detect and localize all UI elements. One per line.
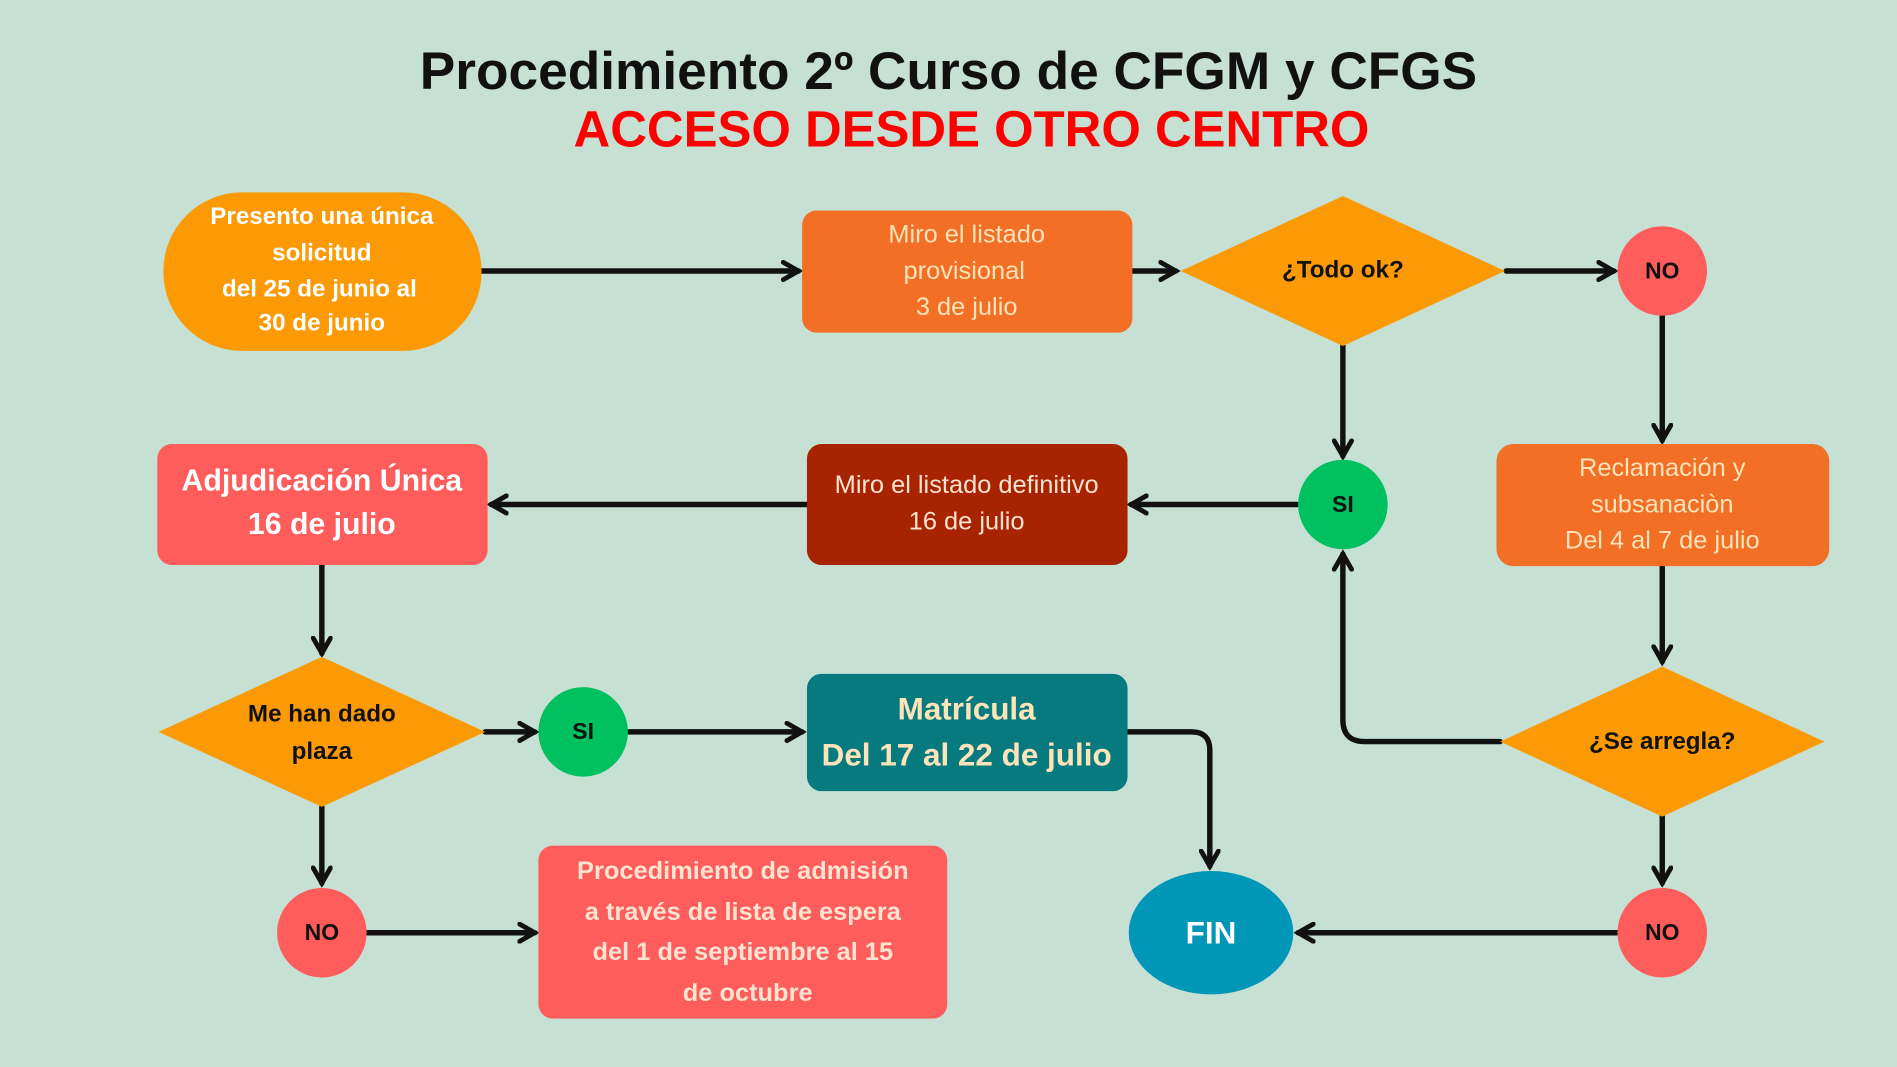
arrow-matricula-fin bbox=[1124, 729, 1210, 866]
svg-text:subsanaciòn: subsanaciòn bbox=[1591, 490, 1734, 518]
svg-text:Miro el listado: Miro el listado bbox=[888, 221, 1045, 249]
svg-text:Del 4 al 7 de julio: Del 4 al 7 de julio bbox=[1565, 527, 1760, 555]
svg-text:NO: NO bbox=[1645, 919, 1679, 945]
svg-text:plaza: plaza bbox=[292, 738, 353, 765]
svg-text:¿Todo ok?: ¿Todo ok? bbox=[1282, 256, 1404, 283]
node-fin: FIN bbox=[1128, 871, 1294, 995]
decision-todo-ok: ¿Todo ok? bbox=[1180, 195, 1505, 346]
connectors bbox=[322, 271, 1662, 933]
node-no-2: NO bbox=[1617, 887, 1708, 978]
svg-text:3 de julio: 3 de julio bbox=[916, 293, 1018, 321]
node-start: Presento una única solicitud del 25 de j… bbox=[163, 192, 482, 351]
node-matricula: Matrícula Del 17 al 22 de julio bbox=[806, 673, 1128, 792]
svg-text:Reclamación y: Reclamación y bbox=[1579, 454, 1746, 482]
svg-text:a través de lista de espera: a través de lista de espera bbox=[585, 898, 902, 926]
node-si-1: SI bbox=[1298, 459, 1388, 550]
svg-text:16 de julio: 16 de julio bbox=[248, 508, 396, 541]
svg-text:FIN: FIN bbox=[1186, 915, 1237, 950]
svg-text:del 25 de junio al: del 25 de junio al bbox=[222, 276, 417, 303]
svg-text:16 de julio: 16 de julio bbox=[909, 507, 1025, 535]
title: Procedimiento 2º Curso de CFGM y CFGS bbox=[420, 42, 1477, 101]
subtitle: ACCESO DESDE OTRO CENTRO bbox=[574, 100, 1370, 157]
node-no-1: NO bbox=[1617, 226, 1708, 316]
svg-text:Matrícula: Matrícula bbox=[898, 692, 1037, 727]
svg-text:NO: NO bbox=[1645, 257, 1679, 283]
decision-plaza: Me han dado plaza bbox=[158, 656, 486, 807]
svg-text:Adjudicación Única: Adjudicación Única bbox=[182, 464, 463, 498]
svg-text:SI: SI bbox=[572, 718, 594, 744]
node-si-2: SI bbox=[538, 687, 628, 777]
node-adjudicacion: Adjudicación Única 16 de julio bbox=[157, 443, 488, 565]
svg-text:de octubre: de octubre bbox=[683, 979, 813, 1007]
node-no-3: NO bbox=[277, 887, 367, 978]
svg-text:Del 17 al 22 de julio: Del 17 al 22 de julio bbox=[822, 738, 1112, 773]
svg-text:del 1 de septiembre al 15: del 1 de septiembre al 15 bbox=[593, 938, 894, 966]
svg-text:solicitud: solicitud bbox=[272, 239, 371, 266]
node-lista-espera: Procedimiento de admisión a través de li… bbox=[538, 845, 948, 1019]
svg-text:SI: SI bbox=[1332, 491, 1354, 517]
node-definitivo: Miro el listado definitivo 16 de julio bbox=[806, 443, 1128, 565]
svg-text:Miro el listado definitivo: Miro el listado definitivo bbox=[835, 471, 1099, 499]
svg-text:Me han dado: Me han dado bbox=[248, 700, 396, 727]
node-reclamacion: Reclamación y subsanaciòn Del 4 al 7 de … bbox=[1496, 443, 1830, 567]
svg-text:provisional: provisional bbox=[904, 257, 1025, 285]
svg-text:Presento una única: Presento una única bbox=[210, 203, 434, 230]
svg-text:¿Se arregla?: ¿Se arregla? bbox=[1589, 728, 1736, 755]
node-provisional: Miro el listado provisional 3 de julio bbox=[802, 210, 1133, 333]
svg-text:30 de junio: 30 de junio bbox=[259, 310, 385, 337]
svg-text:Procedimiento de admisión: Procedimiento de admisión bbox=[577, 857, 909, 885]
arrow-searregla-si bbox=[1343, 554, 1503, 745]
svg-text:NO: NO bbox=[305, 919, 339, 945]
